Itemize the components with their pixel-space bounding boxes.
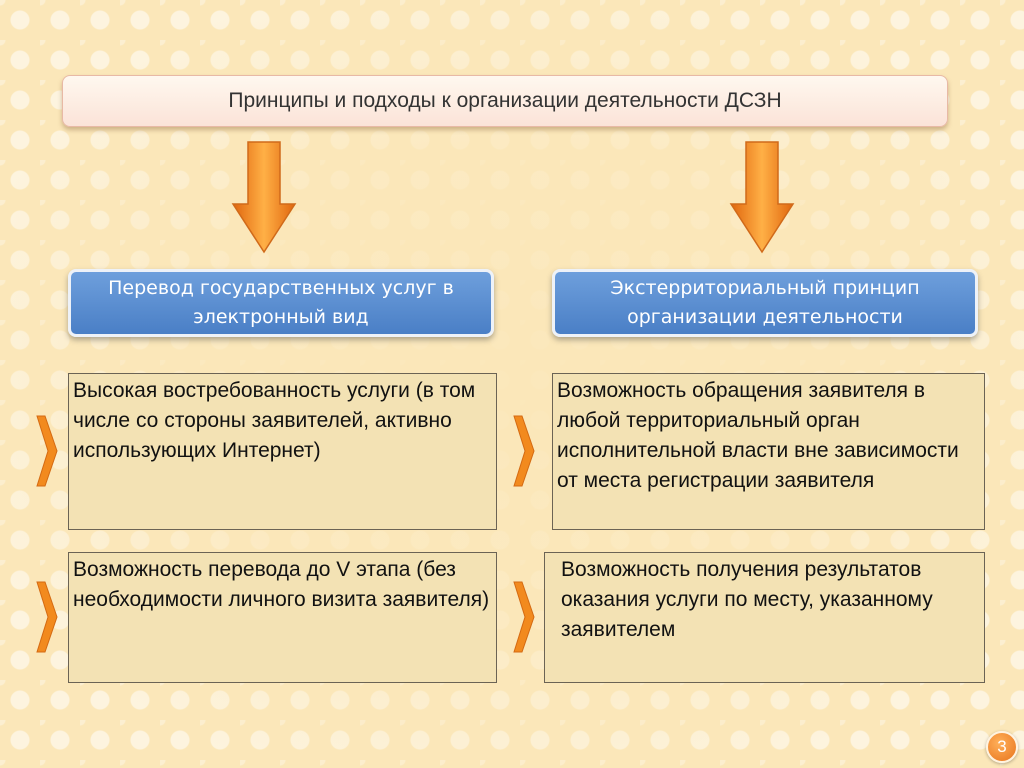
right-item-2-text: Возможность получения результатов оказан… bbox=[561, 558, 933, 641]
left-item-2-text: Возможность перевода до V этапа (без нео… bbox=[73, 558, 490, 611]
chevron-right-icon bbox=[36, 415, 58, 487]
right-item-1: Возможность обращения заявителя в любой … bbox=[552, 373, 985, 530]
right-item-2: Возможность получения результатов оказан… bbox=[544, 552, 985, 683]
chevron-right-icon bbox=[513, 415, 535, 487]
left-item-1-text: Высокая востребованность услуги (в том ч… bbox=[73, 379, 476, 462]
right-item-1-text: Возможность обращения заявителя в любой … bbox=[557, 379, 959, 492]
chevron-right-icon bbox=[513, 581, 535, 653]
left-heading: Перевод государственных услуг в электрон… bbox=[68, 269, 494, 337]
left-item-1: Высокая востребованность услуги (в том ч… bbox=[68, 373, 497, 530]
down-arrow-icon bbox=[231, 141, 297, 254]
left-item-2: Возможность перевода до V этапа (без нео… bbox=[68, 552, 497, 683]
diagram-title: Принципы и подходы к организации деятель… bbox=[62, 75, 948, 127]
chevron-right-icon bbox=[36, 581, 58, 653]
diagram-title-text: Принципы и подходы к организации деятель… bbox=[228, 89, 782, 112]
left-heading-text: Перевод государственных услуг в электрон… bbox=[108, 277, 454, 328]
down-arrow-icon bbox=[729, 141, 795, 254]
right-heading-text: Экстерриториальный принцип организации д… bbox=[610, 277, 920, 328]
right-heading: Экстерриториальный принцип организации д… bbox=[552, 269, 978, 337]
page-number: 3 bbox=[997, 737, 1007, 756]
page-number-badge: 3 bbox=[986, 731, 1018, 763]
